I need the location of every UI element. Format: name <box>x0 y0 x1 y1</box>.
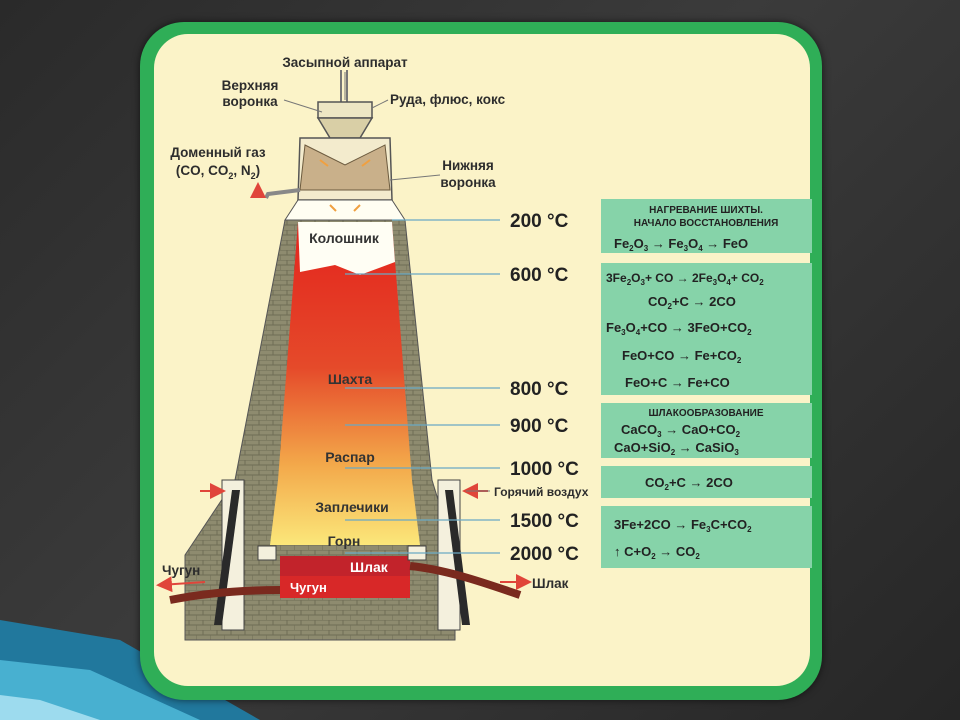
temperature-leader-lines <box>345 219 500 554</box>
zone-shakhta: Шахта <box>328 371 372 387</box>
slag-layer <box>280 556 410 576</box>
reaction-box-2: 3Fe2O3+ CO → 2Fe3O4+ CO2 CO2+C → 2CO Fe3… <box>601 263 812 395</box>
lower-hopper-label-line2: воронка <box>440 175 496 190</box>
svg-text:CaO+SiO2 → CaSiO3: CaO+SiO2 → CaSiO3 <box>614 440 739 457</box>
slag-inside-label: Шлак <box>350 559 389 575</box>
reaction-box-4: CO2+C → 2CO <box>601 466 812 498</box>
blast-gas-label-line2: (CO, CO2, N2) <box>176 163 260 181</box>
upper-hopper-label-line2: воронка <box>222 94 278 109</box>
zone-zaplechiki: Заплечики <box>315 499 389 515</box>
svg-text:FeO+CO → Fe+CO2: FeO+CO → Fe+CO2 <box>622 348 742 365</box>
reaction-box-3: ШЛАКООБРАЗОВАНИЕ CaCO3 → CaO+CO2 CaO+SiO… <box>601 403 812 458</box>
charging-apparatus <box>284 70 406 221</box>
blast-gas-label-line1: Доменный газ <box>170 145 266 160</box>
temp-200: 200 °C <box>510 211 569 232</box>
svg-text:Fe2O3 → Fe3O4 → FeO: Fe2O3 → Fe3O4 → FeO <box>614 236 748 253</box>
tuyere-right <box>407 479 470 631</box>
reaction-box-5: 3Fe+2CO → Fe3C+CO2 ↑ C+O2 → CO2 <box>601 506 812 568</box>
callout-leaders <box>283 72 490 492</box>
slag-out-label: Шлак <box>532 576 569 591</box>
lower-hopper-label-line1: Нижняя <box>442 158 494 173</box>
temp-600: 600 °C <box>510 265 569 286</box>
svg-text:CO2+C → 2CO: CO2+C → 2CO <box>645 475 733 492</box>
svg-text:3Fe2O3+ CO → 2Fe3O4+ CO2: 3Fe2O3+ CO → 2Fe3O4+ CO2 <box>606 271 764 287</box>
pig-iron-inside-label: Чугун <box>290 580 327 595</box>
svg-text:FeO+C → Fe+CO: FeO+C → Fe+CO <box>625 375 730 390</box>
svg-text:НАЧАЛО ВОССТАНОВЛЕНИЯ: НАЧАЛО ВОССТАНОВЛЕНИЯ <box>634 218 779 229</box>
hot-air-label: Горячий воздух <box>494 485 589 499</box>
svg-text:CO2+C → 2CO: CO2+C → 2CO <box>648 294 736 311</box>
temp-800: 800 °C <box>510 379 569 400</box>
slag-outlet <box>409 562 522 599</box>
temp-2000: 2000 °C <box>510 544 579 565</box>
reaction-box-1: НАГРЕВАНИЕ ШИХТЫ. НАЧАЛО ВОССТАНОВЛЕНИЯ … <box>601 199 812 253</box>
pig-iron-arrow <box>156 576 206 593</box>
temp-900: 900 °C <box>510 416 569 437</box>
svg-text:НАГРЕВАНИЕ ШИХТЫ.: НАГРЕВАНИЕ ШИХТЫ. <box>649 205 763 216</box>
svg-text:↑ C+O2 → CO2: ↑ C+O2 → CO2 <box>614 544 700 561</box>
svg-text:ШЛАКООБРАЗОВАНИЕ: ШЛАКООБРАЗОВАНИЕ <box>648 408 763 419</box>
zone-raspar: Распар <box>325 449 375 465</box>
temp-1000: 1000 °C <box>510 459 579 480</box>
gas-outlet-pipe <box>264 188 301 199</box>
zone-gorn: Горн <box>328 533 361 549</box>
ore-flux-coke-label: Руда, флюс, кокс <box>390 92 506 107</box>
svg-text:3Fe+2CO → Fe3C+CO2: 3Fe+2CO → Fe3C+CO2 <box>614 517 752 534</box>
furnace-interior <box>270 222 420 545</box>
temp-1500: 1500 °C <box>510 511 579 532</box>
pig-iron-outlet <box>169 586 281 604</box>
svg-text:CaCO3 → CaO+CO2: CaCO3 → CaO+CO2 <box>621 422 741 439</box>
svg-text:Fe3O4+CO → 3FeO+CO2: Fe3O4+CO → 3FeO+CO2 <box>606 320 752 337</box>
zone-kolosnik: Колошник <box>309 230 380 246</box>
upper-hopper-label-line1: Верхняя <box>222 78 279 93</box>
pig-iron-layer <box>280 576 410 598</box>
charging-apparatus-label: Засыпной аппарат <box>282 55 408 70</box>
pig-iron-out-label: Чугун <box>162 563 200 578</box>
